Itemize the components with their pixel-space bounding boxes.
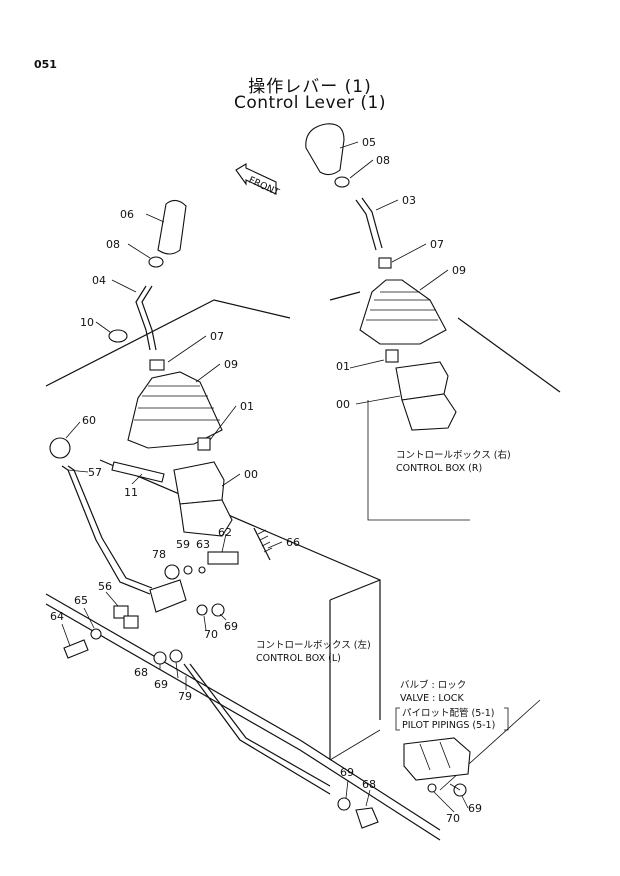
note-pilot-en: PILOT PIPINGS (5-1)	[402, 720, 495, 731]
bracket-left	[395, 707, 400, 731]
lock-valve	[403, 737, 471, 797]
washer-70a	[196, 604, 208, 616]
left-plate-11	[111, 461, 165, 483]
nut-69c	[337, 797, 351, 811]
callout-l00: 00	[244, 468, 258, 481]
right-valve-00	[395, 361, 449, 401]
callout-r01: 01	[336, 360, 350, 373]
bushing-78	[164, 564, 180, 580]
callout-l09: 09	[224, 358, 238, 371]
callout-l04: 04	[92, 274, 106, 287]
note-valve-jp: バルブ : ロック	[400, 679, 466, 691]
left-nut-10	[108, 329, 128, 343]
callout-c69d: 69	[468, 802, 482, 815]
bushing-56a	[113, 605, 129, 619]
right-boot-09	[359, 279, 447, 345]
callout-r00: 00	[336, 398, 350, 411]
callout-r07: 07	[430, 238, 444, 251]
callout-l01: 01	[240, 400, 254, 413]
callout-c60: 60	[82, 414, 96, 427]
callout-c65: 65	[74, 594, 88, 607]
callout-c68b: 68	[362, 778, 376, 791]
callout-c70b: 70	[446, 812, 460, 825]
callout-c63: 63	[196, 538, 210, 551]
callout-c78: 78	[152, 548, 166, 561]
elbow-68	[153, 651, 167, 665]
callout-l07: 07	[210, 330, 224, 343]
washer-65	[90, 628, 102, 640]
spring-66	[253, 527, 271, 561]
left-knob-06	[157, 199, 187, 255]
right-bolt-01	[385, 349, 399, 363]
note-pilot-jp: パイロット配管 (5-1)	[402, 707, 494, 719]
right-knob	[305, 123, 345, 176]
leader-lines	[61, 141, 469, 813]
left-nut-07	[149, 359, 165, 371]
left-boot-09	[127, 371, 223, 449]
callout-c64: 64	[50, 610, 64, 623]
ring-63	[198, 566, 206, 574]
callout-r09: 09	[452, 264, 466, 277]
callout-c62: 62	[218, 526, 232, 539]
left-bolt-01	[197, 437, 211, 451]
callout-c79: 79	[178, 690, 192, 703]
callout-labels: 05 08 03 07 09 01 00 06 08 04 10 07 09 0…	[50, 136, 482, 825]
nut-69	[169, 649, 183, 663]
callout-l08: 08	[106, 238, 120, 251]
note-box-l-en: CONTROL BOX (L)	[256, 653, 341, 664]
washer-70b	[427, 783, 437, 793]
cab-outline	[45, 291, 561, 841]
right-nut-08	[334, 176, 350, 188]
right-lever-assembly	[305, 123, 457, 431]
callout-c66: 66	[286, 536, 300, 549]
callout-c69c: 69	[340, 766, 354, 779]
right-nut-07	[378, 257, 392, 269]
callout-l06: 06	[120, 208, 134, 221]
callout-c59: 59	[176, 538, 190, 551]
elbow-68b	[355, 807, 379, 829]
lock-bracket	[149, 579, 187, 613]
nut-69b	[211, 603, 225, 617]
left-valve-00	[173, 461, 225, 505]
callout-c68a: 68	[134, 666, 148, 679]
bushing-56b	[123, 615, 139, 629]
callout-c69a: 69	[154, 678, 168, 691]
callout-c70a: 70	[204, 628, 218, 641]
callout-l11: 11	[124, 486, 138, 499]
note-box-r-en: CONTROL BOX (R)	[396, 463, 482, 474]
ring-59	[183, 565, 193, 575]
note-box-r-jp: コントロールボックス (右)	[396, 449, 511, 461]
notes: コントロールボックス (右) CONTROL BOX (R) コントロールボック…	[256, 449, 511, 731]
note-valve-en: VALVE : LOCK	[400, 693, 464, 704]
bracket-right	[504, 707, 509, 731]
callout-c57: 57	[88, 466, 102, 479]
title-english: Control Lever (1)	[234, 93, 386, 113]
note-box-l-jp: コントロールボックス (左)	[256, 639, 371, 651]
front-arrow: FRONT	[235, 163, 281, 199]
left-lever-assembly	[108, 199, 233, 537]
title-japanese: 操作レバー (1)	[248, 77, 372, 97]
bolt-64	[63, 639, 89, 659]
callout-l10: 10	[80, 316, 94, 329]
callout-r05: 05	[362, 136, 376, 149]
left-nut-08	[148, 256, 164, 268]
callout-r03: 03	[402, 194, 416, 207]
lock-knob-60	[49, 437, 71, 459]
pin-62	[207, 551, 239, 565]
callout-r08: 08	[376, 154, 390, 167]
callout-c69b: 69	[224, 620, 238, 633]
callout-c56: 56	[98, 580, 112, 593]
page-number: 051	[34, 58, 57, 71]
